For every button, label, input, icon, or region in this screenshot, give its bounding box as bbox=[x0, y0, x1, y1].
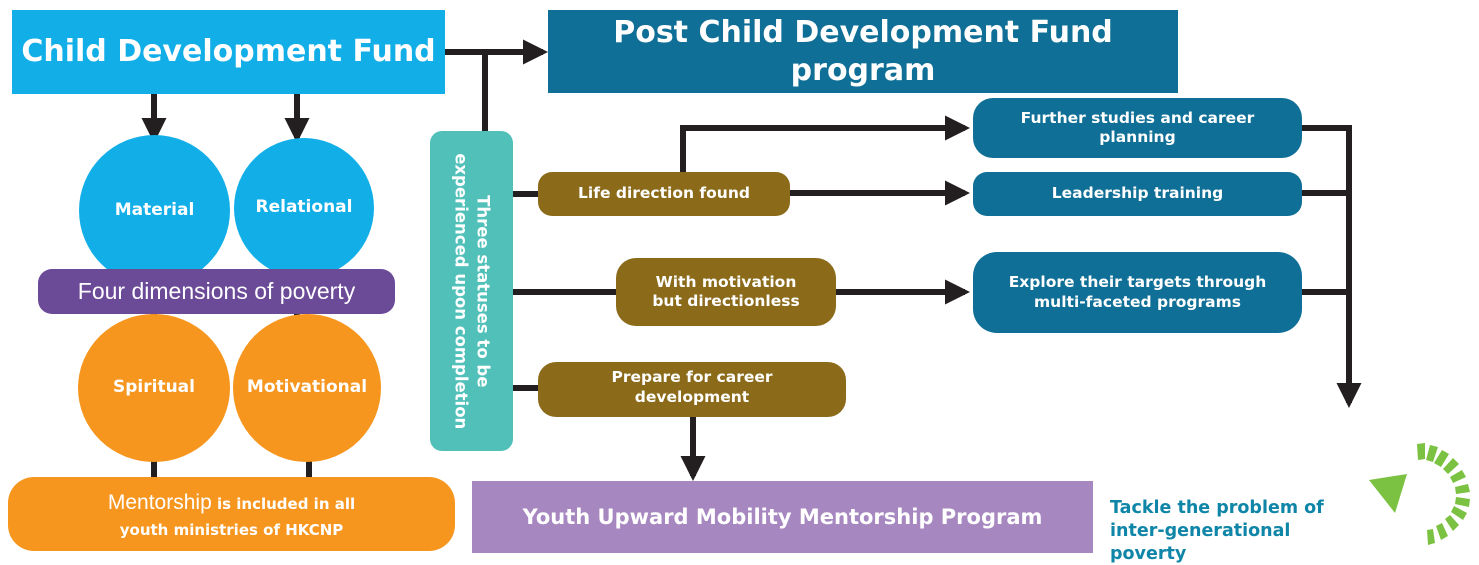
child-development-fund-title: Child Development Fund bbox=[21, 34, 436, 70]
career-line-1: Prepare for career bbox=[611, 368, 773, 387]
post-cdf-program-title: Post Child Development Fund program bbox=[613, 15, 1113, 88]
tackle-line-2: inter-generational poverty bbox=[1110, 520, 1291, 564]
explore-line-1: Explore their targets through bbox=[1008, 273, 1267, 292]
life-direction-box: Life direction found bbox=[538, 172, 790, 216]
spiritual-label: Spiritual bbox=[113, 377, 195, 398]
four-dimensions-bar: Four dimensions of poverty bbox=[38, 269, 395, 314]
relational-label: Relational bbox=[255, 197, 353, 218]
three-statuses-line-2: experienced upon completion bbox=[451, 152, 471, 430]
mentorship-line-1: Mentorship is included in all bbox=[108, 487, 355, 519]
mentorship-rest-1: is included in all bbox=[216, 495, 356, 513]
further-studies-line-2: planning bbox=[1099, 128, 1176, 146]
material-label: Material bbox=[114, 199, 195, 220]
explore-box: Explore their targets through multi-face… bbox=[973, 252, 1302, 333]
mentorship-rest-2: youth ministries of HKCNP bbox=[119, 520, 344, 539]
tackle-line-1: Tackle the problem of bbox=[1110, 498, 1324, 518]
youth-upward-mobility-title: Youth Upward Mobility Mentorship Program bbox=[522, 504, 1043, 529]
further-studies-line-1: Further studies and career bbox=[1020, 108, 1255, 127]
three-statuses-box: Three statuses to be experienced upon co… bbox=[430, 131, 513, 451]
three-statuses-text: Three statuses to be experienced upon co… bbox=[449, 153, 494, 429]
material-circle: Material bbox=[79, 135, 230, 286]
career-line-2: development bbox=[634, 387, 750, 406]
tackle-poverty-text: Tackle the problem of inter-generational… bbox=[1110, 497, 1350, 565]
motivational-circle: Motivational bbox=[233, 314, 381, 462]
youth-upward-mobility-box: Youth Upward Mobility Mentorship Program bbox=[472, 481, 1093, 553]
three-statuses-line-1: Three statuses to be bbox=[473, 194, 493, 388]
leadership-box: Leadership training bbox=[973, 172, 1302, 216]
explore-line-2: multi-faceted programs bbox=[1034, 292, 1241, 311]
relational-circle: Relational bbox=[234, 138, 374, 278]
career-box: Prepare for career development bbox=[538, 362, 846, 417]
motivation-line-2: but directionless bbox=[652, 292, 800, 310]
leadership-label: Leadership training bbox=[1051, 184, 1224, 203]
post-cdf-program-box: Post Child Development Fund program bbox=[548, 10, 1178, 93]
arrow-life-to-further bbox=[680, 115, 971, 172]
motivation-line-1: With motivation bbox=[655, 272, 797, 291]
life-direction-label: Life direction found bbox=[578, 184, 750, 203]
spiritual-circle: Spiritual bbox=[78, 314, 230, 462]
child-development-fund-box: Child Development Fund bbox=[12, 10, 445, 94]
mentorship-lead: Mentorship bbox=[107, 491, 212, 514]
further-studies-box: Further studies and career planning bbox=[973, 98, 1302, 158]
cycle-arrow-icon bbox=[1369, 443, 1470, 545]
motivation-box: With motivation but directionless bbox=[616, 258, 836, 326]
mentorship-box: Mentorship is included in all youth mini… bbox=[8, 477, 455, 551]
motivational-label: Motivational bbox=[246, 377, 368, 398]
four-dimensions-label: Four dimensions of poverty bbox=[77, 278, 356, 305]
